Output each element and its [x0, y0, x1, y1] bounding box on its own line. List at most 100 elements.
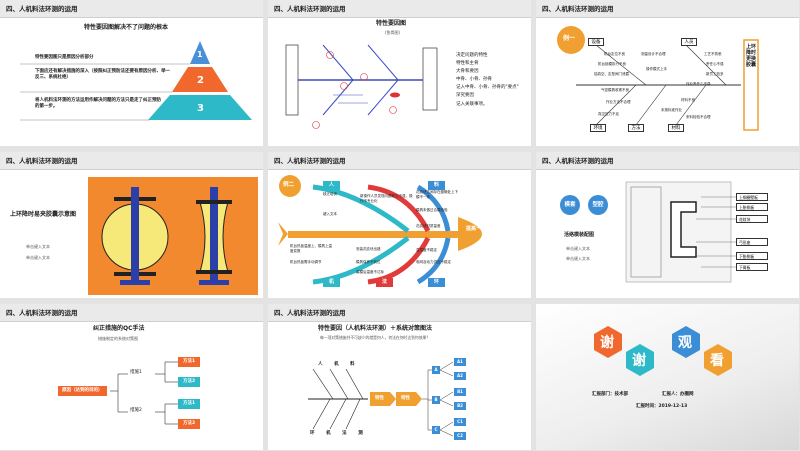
label-upper-side-plate: 上胎侧板 — [736, 203, 768, 211]
bone-label: 测 — [358, 431, 363, 436]
pyramid — [20, 41, 252, 121]
slide-5[interactable]: 四、人机料法环测的运用 例二 人 料 机 法 环 缺乏培训 新操作人员发现问题能… — [268, 152, 531, 298]
bone-label: 机 — [334, 362, 339, 367]
slide-3[interactable]: 四、人机料法环测的运用 例一 设备 人员 环境 方法 材料 机台定位不良 测量设… — [536, 0, 799, 146]
slide-2[interactable]: 四、人机料法环测的运用 特性要因图 (鱼骨图) 决定问题的特性 特性和主骨 大骨… — [268, 0, 531, 146]
legend-item: 记入中骨、小骨、孙骨的"要点" — [456, 85, 519, 91]
bone-label: 机 — [326, 431, 331, 436]
slide-header: 四、人机料法环测的运用 — [536, 0, 799, 18]
time-label: 汇报时间： — [636, 404, 659, 409]
cause: 安装花纹块出错 — [356, 247, 381, 251]
cause: 模具保养不到位 — [356, 260, 381, 264]
legend-item: 决定问题的特性 — [456, 53, 488, 58]
slide-title: 特性要因图 — [376, 20, 407, 27]
slide-subtitle: 每一项对策措施并不可缺少的就是何人，何法在何时达到何效果？ — [320, 335, 431, 340]
fishbone-diagram — [285, 44, 438, 129]
cause: 气密模具收紧不良 — [601, 88, 629, 92]
slide-header: 四、人机料法环测的运用 — [268, 152, 531, 170]
reporter-value: 办圈网 — [680, 392, 694, 397]
bone-label: 法 — [342, 431, 347, 436]
cause: 作业方法不合理 — [606, 100, 631, 104]
measure-1: 措施1 — [130, 370, 142, 375]
mold-assembly-diagram — [625, 181, 736, 283]
slide-subtitle: (鱼骨图) — [385, 30, 401, 35]
cat-material: 料 — [428, 181, 446, 190]
slide-title: 上环降时易夹胶囊示意图 — [9, 211, 76, 218]
slide-7[interactable]: 四、人机料法环测的运用 纠正措施的QC手法 措施制定的系统对策图 原因（达到的目… — [0, 304, 263, 450]
cause: 作业责任心不强 — [686, 82, 711, 86]
slide-4[interactable]: 四、人机料法环测的运用 上环降时易夹胶囊示意图 单击键入文本 单击键入文本 — [0, 152, 263, 298]
cause: 新操作人员发现问题能力不强，操作不专业化 — [360, 194, 413, 203]
item-3: 将人机料法环测的方法运用作解决问题的方法只是走了纠正预防的第一步。 — [35, 98, 161, 109]
cavity-button[interactable]: 型腔 — [588, 195, 608, 215]
thanks-char-4: 看 — [710, 353, 724, 369]
label-pattern-block: 花纹块 — [736, 215, 768, 223]
item-2: 下面应还有解决措施的深入（按照纠正预防法还要有原因分析、举一反三、系统杜绝） — [35, 69, 170, 80]
trait-node-2: 特性 — [401, 396, 410, 401]
sub-text-2: 单击键入文本 — [26, 255, 50, 260]
time-line: 汇报时间：2019-12-13 — [636, 404, 687, 410]
method-node: 方法1 — [178, 357, 201, 367]
slide-9[interactable]: 谢 谢 观 看 汇报部门：技术部 汇报人：办圈网 汇报时间：2019-12-13 — [536, 304, 799, 450]
pyramid-num-1: 1 — [197, 50, 203, 59]
cause: 工艺不熟悉 — [704, 52, 722, 56]
node-b: B — [432, 396, 440, 404]
measure-2: 措施2 — [130, 408, 142, 413]
sub-text-1: 单击键入文本 — [566, 246, 590, 251]
label-lower-side-plate: 下胎侧板 — [736, 252, 768, 260]
sub-text-1: 单击键入文本 — [26, 244, 50, 249]
cause: 材料不良 — [681, 98, 695, 102]
label-upper-ring-plate: 上钢圈壁板 — [736, 193, 768, 201]
result-box: 上环降时更换胶囊 — [746, 44, 757, 68]
method-node: 方法1 — [178, 399, 201, 409]
thanks-hexagons — [594, 326, 732, 376]
legend-item: 特性和主骨 — [456, 61, 479, 67]
reporter-label: 汇报人： — [662, 392, 680, 397]
node-a1: A1 — [454, 358, 466, 366]
example-badge: 例二 — [283, 182, 295, 188]
department-line: 汇报部门：技术部 — [592, 392, 628, 398]
cause: 机台热板温度上、模具上温度变数 — [290, 244, 332, 253]
thanks-char-2: 谢 — [632, 353, 646, 369]
reporter-line: 汇报人：办圈网 — [662, 392, 694, 398]
pyramid-num-3: 3 — [197, 103, 204, 114]
bone-bottom-labels: 环 机 法 测 — [310, 431, 363, 437]
thanks-char-3: 观 — [678, 335, 692, 351]
slide-1[interactable]: 四、人机料法环测的运用 特性要因图解决不了问题的根本 1 2 3 特性要因图只是… — [0, 0, 263, 146]
cause: 真空压力不足 — [598, 112, 619, 116]
legend-item: 记入关联事项。 — [456, 101, 488, 107]
slide-6[interactable]: 四、人机料法环测的运用 模套 型腔 活络模装配图 单击键入文本 单击键入文本 上… — [536, 152, 799, 298]
dept-value: 技术部 — [614, 392, 629, 397]
item-1: 特性要因图只是原因分析部分 — [35, 55, 94, 60]
cat-method: 方法 — [628, 124, 644, 132]
slide-8[interactable]: 四、人机料法环测的运用 特性要因（人机料法环测）＋系统对策图法 每一项对策措施并… — [268, 304, 531, 450]
dept-label: 汇报部门： — [592, 392, 615, 397]
label-lower-plate: 下膏板 — [736, 263, 768, 271]
cause: 温湿度不稳定 — [416, 248, 437, 252]
fishbone-example-2 — [278, 175, 482, 285]
node-c2: C2 — [454, 432, 466, 440]
slide-header: 四、人机料法环测的运用 — [0, 304, 263, 322]
slide-header: 四、人机料法环测的运用 — [0, 0, 263, 18]
tree-connectors — [110, 361, 178, 425]
method-node: 方法2 — [178, 377, 201, 387]
time-value: 2019-12-13 — [658, 404, 688, 409]
mold-sleeve-button[interactable]: 模套 — [560, 195, 580, 215]
slide-header: 四、人机料法环测的运用 — [536, 152, 799, 170]
cause: 测量设计不合理 — [641, 52, 666, 56]
node-a: A — [432, 366, 440, 374]
cause: 操作模式上手 — [646, 67, 667, 71]
cat-people: 人员 — [681, 38, 697, 46]
slide-title: 活络模装配图 — [564, 232, 595, 238]
node-c1: C1 — [454, 418, 466, 426]
node-b2: B2 — [454, 402, 466, 410]
thanks-char-1: 谢 — [600, 335, 614, 351]
label-bow-seat: 弓形座 — [736, 238, 768, 246]
cause: 键入文本 — [323, 212, 337, 216]
example-badge: 例一 — [563, 35, 576, 42]
cause: 花纹块之间存在缝隙处上下模不一致 — [416, 190, 458, 199]
cause: 机台锁模执行不良 — [598, 62, 626, 66]
cat-environment: 环 — [428, 278, 446, 287]
sub-text-2: 单击键入文本 — [566, 256, 590, 261]
cause: 电网及动力供应不稳定 — [416, 260, 451, 264]
